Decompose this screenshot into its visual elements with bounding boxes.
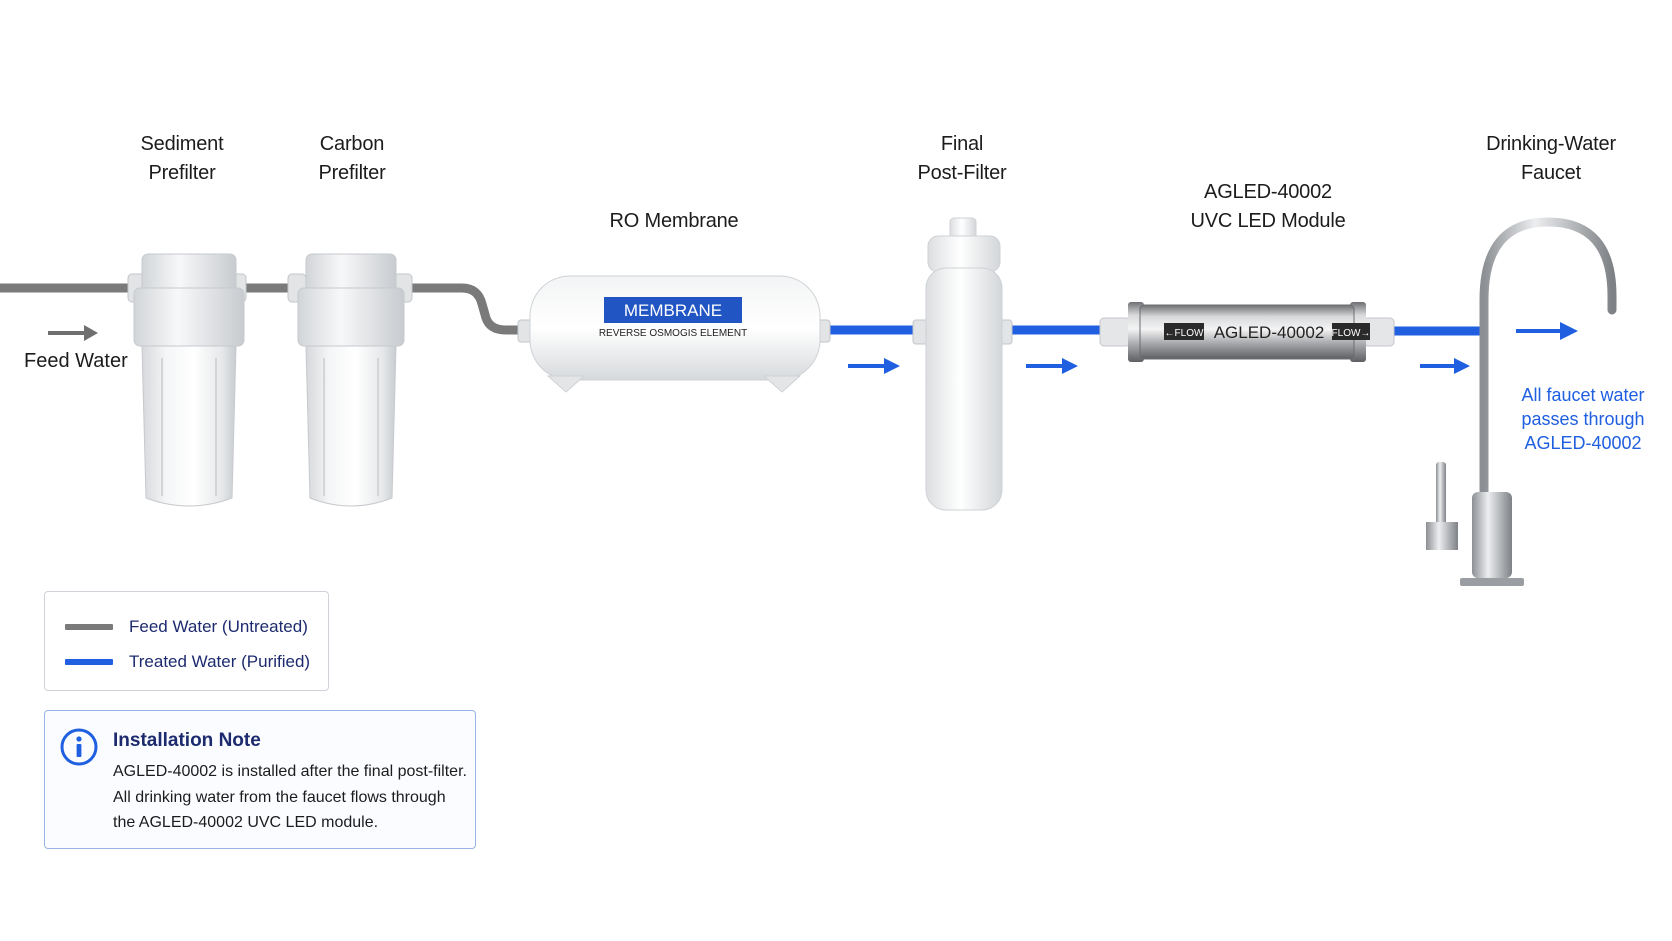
feed-water-label: Feed Water	[24, 350, 128, 372]
legend-item-treated: Treated Water (Purified)	[65, 650, 310, 674]
final-post-filter	[912, 217, 1013, 511]
drinking-water-faucet	[1426, 217, 1617, 586]
info-icon	[60, 728, 98, 766]
legend-swatch-treated	[65, 659, 113, 665]
svg-text:FLOW→: FLOW→	[1332, 328, 1371, 339]
ro-membrane-label: RO Membrane	[609, 210, 739, 232]
feed-water-lines	[0, 283, 522, 335]
feed-arrow	[48, 325, 98, 341]
membrane-inlet-pipe	[402, 283, 522, 335]
treated-arrow-4	[1516, 322, 1578, 340]
treated-water-lines	[828, 325, 1486, 336]
uvc-flow-tag-right	[1332, 323, 1370, 340]
legend-label-treated: Treated Water (Purified)	[129, 652, 311, 671]
installation-note-title: Installation Note	[113, 730, 261, 751]
treated-arrow-2	[1026, 358, 1078, 374]
uvc-flow-tag-left	[1164, 323, 1204, 340]
membrane-badge-text: MEMBRANE	[624, 301, 722, 320]
installation-note-body: AGLED-40002 is installed after the final…	[113, 763, 467, 831]
uvc-model-text: AGLED-40002	[1214, 323, 1325, 342]
legend-swatch-feed	[65, 624, 113, 630]
membrane-subtext: REVERSE OSMOGIS ELEMENT	[599, 328, 747, 339]
legend: Feed Water (Untreated) Treated Water (Pu…	[44, 591, 329, 691]
ro-membrane-housing: MEMBRANE REVERSE OSMOGIS ELEMENT	[517, 275, 831, 393]
legend-item-feed: Feed Water (Untreated)	[65, 615, 308, 639]
flow-arrows	[48, 322, 1578, 374]
legend-label-feed: Feed Water (Untreated)	[129, 617, 308, 636]
installation-note: Installation Note AGLED-40002 is install…	[44, 710, 476, 849]
membrane-badge	[604, 297, 742, 323]
treated-arrow-1	[848, 358, 900, 374]
svg-text:←FLOW: ←FLOW	[1165, 328, 1204, 339]
uvc-led-module: ←FLOW AGLED-40002 FLOW→	[1099, 302, 1395, 362]
treated-arrow-3	[1420, 358, 1470, 374]
carbon-prefilter	[287, 253, 413, 507]
sediment-prefilter	[127, 253, 247, 507]
